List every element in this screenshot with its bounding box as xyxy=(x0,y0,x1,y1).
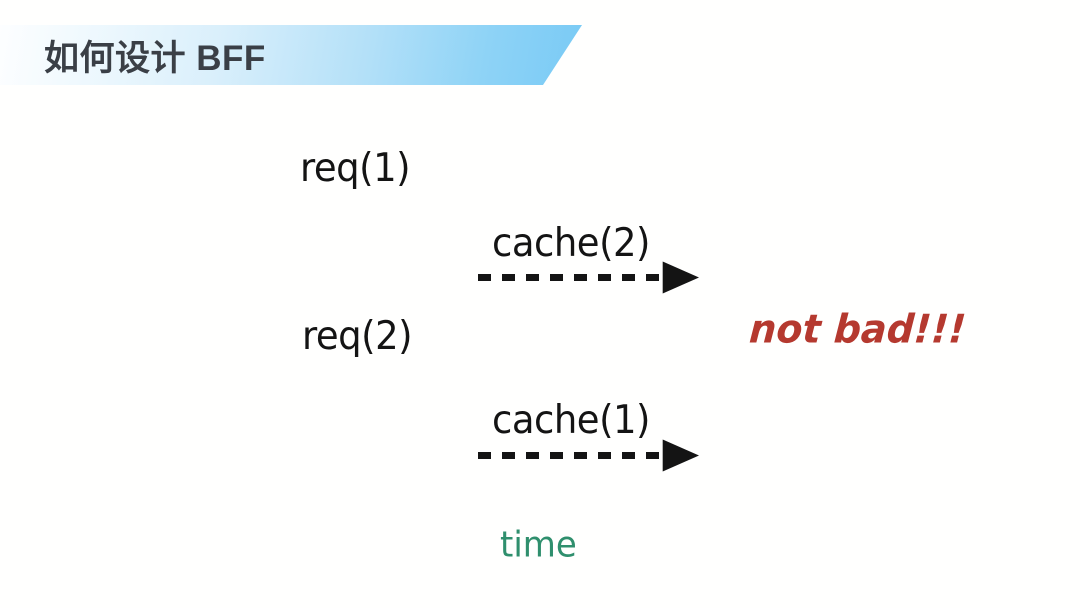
message-label-req-1: req(1) xyxy=(300,145,411,191)
message-label-req-2: req(2) xyxy=(302,313,413,359)
axis-label-time: time xyxy=(500,524,577,566)
page-title: 如何设计 BFF xyxy=(44,38,266,78)
message-label-cache-2: cache(2) xyxy=(492,220,650,266)
title-banner xyxy=(0,25,582,85)
message-label-cache-1: cache(1) xyxy=(492,397,650,443)
annotation-not-bad: not bad!!! xyxy=(747,306,968,352)
